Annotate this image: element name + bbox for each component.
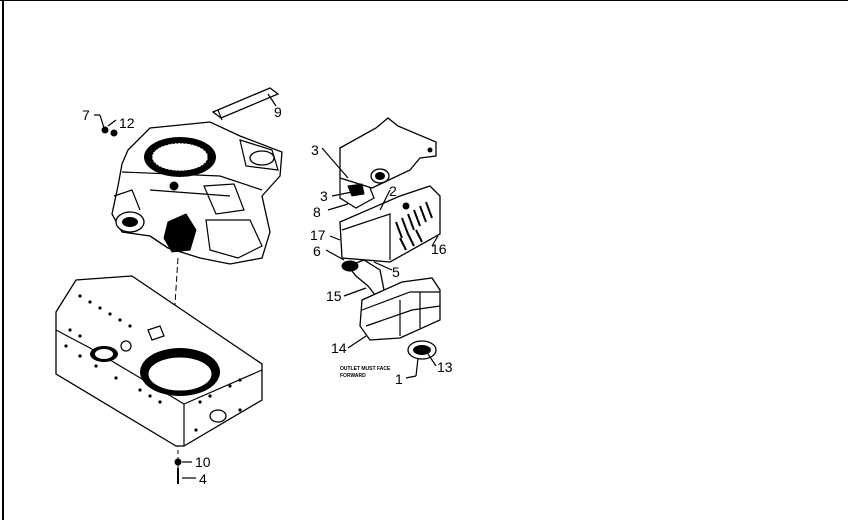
label-part-17: 17 — [310, 227, 326, 243]
part-labels: 7 12 9 3 3 2 8 17 6 16 5 15 14 13 1 10 4 — [82, 104, 453, 487]
label-part-1: 1 — [395, 371, 403, 387]
engine — [111, 121, 283, 265]
label-part-12: 12 — [119, 115, 135, 131]
label-part-7: 7 — [82, 107, 90, 123]
label-part-4: 4 — [199, 471, 207, 487]
heat-shield-bracket — [339, 117, 437, 209]
label-part-6: 6 — [313, 243, 321, 259]
label-part-15: 15 — [326, 288, 342, 304]
label-part-8: 8 — [313, 204, 321, 220]
label-part-3b: 3 — [320, 188, 328, 204]
parts-10-4-bolt — [174, 458, 196, 484]
outlet-note: OUTLET MUST FACE FORWARD — [340, 366, 391, 379]
chassis-frame — [55, 275, 263, 447]
parts-7-12-fasteners — [94, 114, 118, 137]
part-13-tail-ring — [407, 340, 437, 360]
outlet-note-line1: OUTLET MUST FACE — [340, 366, 391, 372]
label-part-16: 16 — [431, 241, 447, 257]
exhaust-pipe — [341, 259, 385, 297]
label-part-2: 2 — [389, 183, 397, 199]
label-part-14: 14 — [331, 340, 347, 356]
label-part-13: 13 — [437, 359, 453, 375]
label-part-10: 10 — [195, 454, 211, 470]
part-9-rod — [211, 87, 280, 121]
label-part-5: 5 — [392, 264, 400, 280]
label-part-9: 9 — [274, 104, 282, 120]
muffler-guard — [339, 185, 441, 263]
muffler — [359, 277, 441, 341]
leader-lines — [321, 147, 439, 379]
outlet-note-line2: FORWARD — [340, 373, 366, 379]
label-part-3a: 3 — [311, 142, 319, 158]
